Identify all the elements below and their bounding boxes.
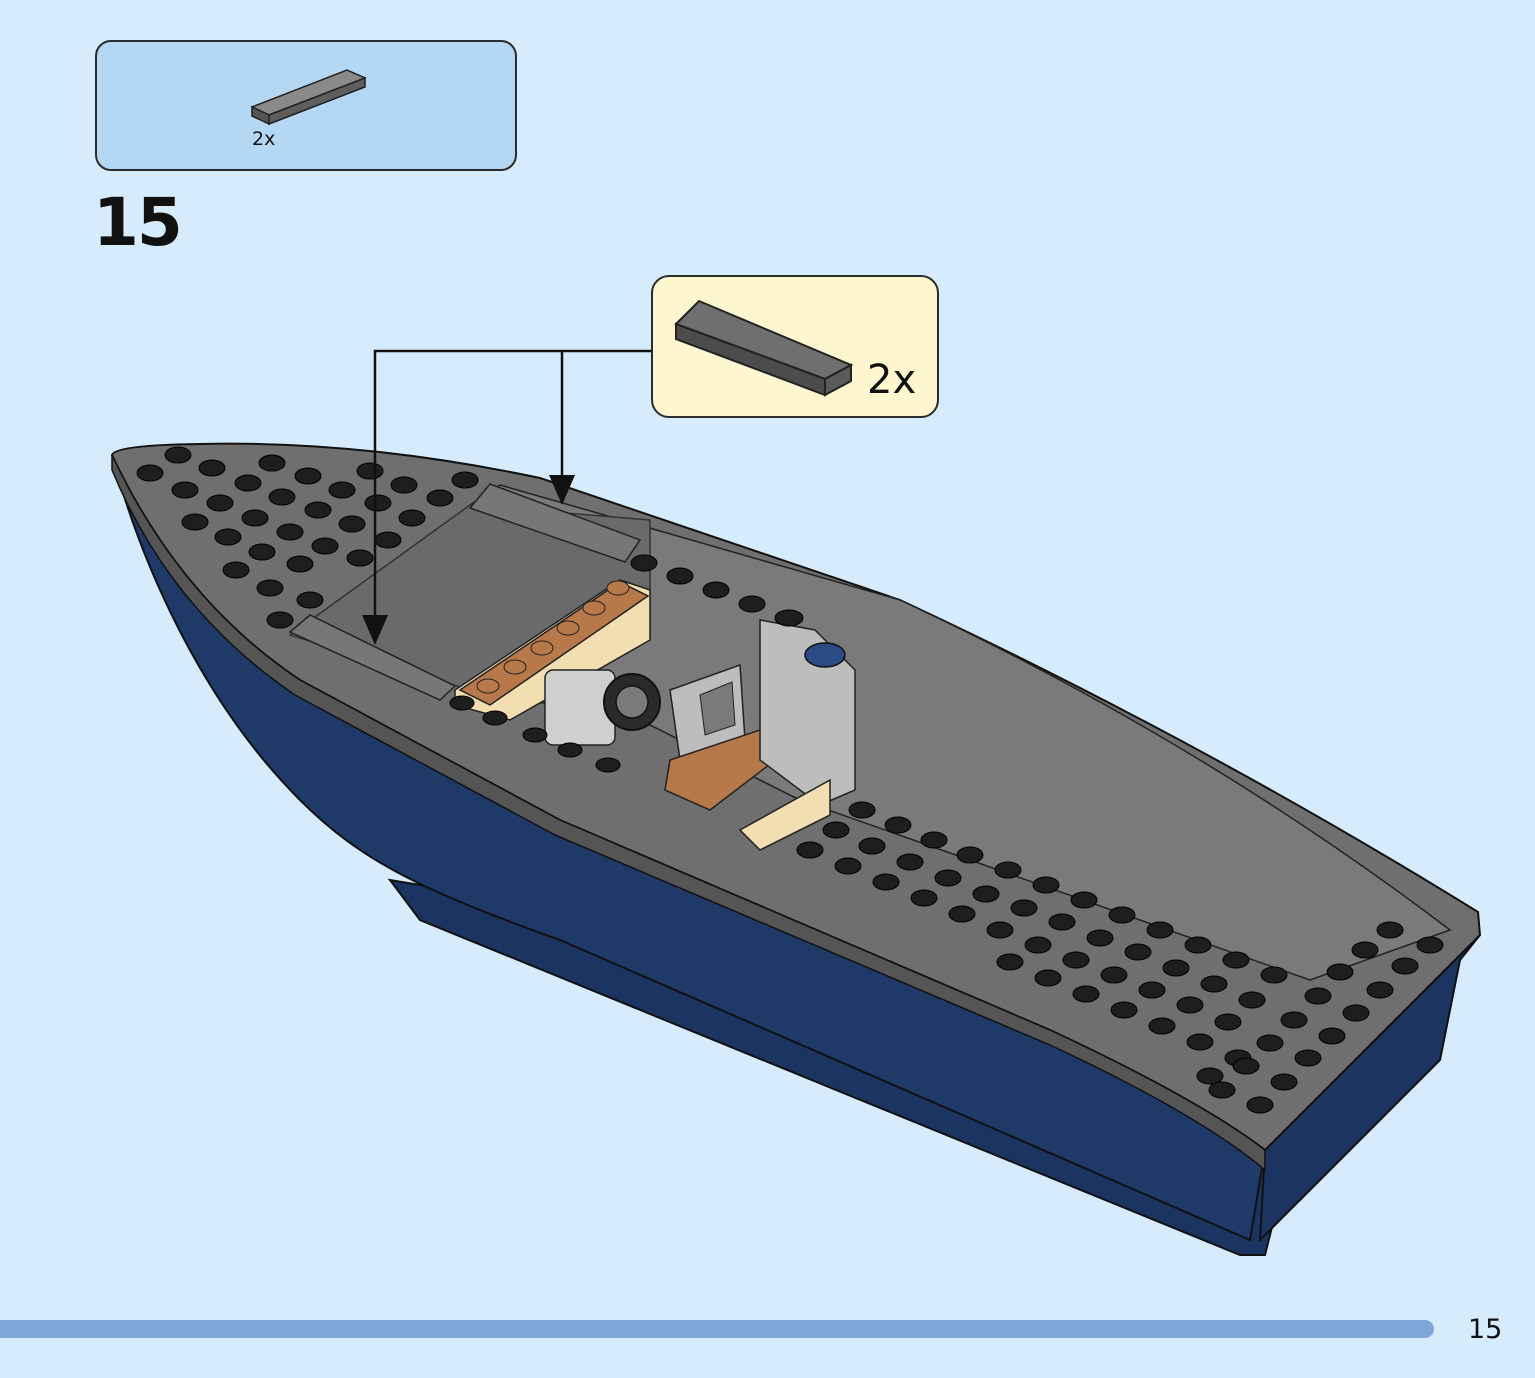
tile-1x4-callout-icon (674, 299, 854, 397)
callout-quantity-label: 2x (867, 357, 917, 403)
stern-studs (796, 801, 1444, 1114)
rim-studs (449, 554, 766, 773)
placed-tile-back (288, 614, 457, 701)
progress-bar (0, 1320, 1434, 1338)
deck-rim (111, 454, 1266, 1172)
boat-model-illustration (110, 349, 1482, 1256)
step-number: 15 (93, 184, 183, 261)
tile-1x4-part-icon (250, 69, 367, 126)
placed-tile-front (468, 483, 642, 563)
arrow-head-right-icon (549, 475, 575, 505)
helm-section (454, 579, 856, 851)
parts-quantity-label: 2x (252, 128, 276, 150)
callout-arrows (373, 349, 651, 620)
parts-list-panel: 2x (95, 40, 517, 171)
bow-studs (136, 446, 479, 629)
callout-panel: 2x (651, 275, 939, 418)
deck-interior (469, 484, 1452, 981)
page-number: 15 (1468, 1314, 1503, 1345)
arrow-head-left-icon (362, 615, 388, 645)
